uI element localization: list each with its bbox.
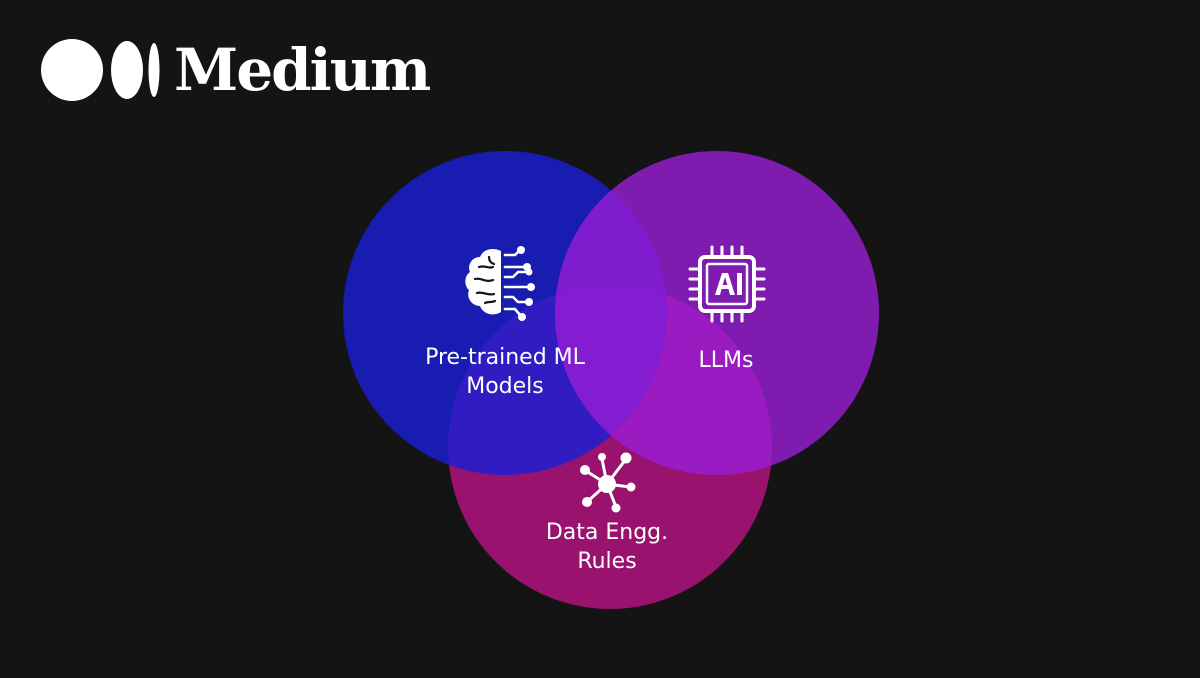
label-llm: LLMs (636, 346, 816, 375)
medium-logo: Medium (40, 36, 431, 104)
label-rules-line-1: Data Engg. (545, 520, 669, 545)
label-ml-line-1: Pre-trained ML (425, 345, 585, 370)
label-ml-line-2: Models (466, 374, 544, 399)
label-rules-line-2: Rules (577, 549, 637, 574)
label-rules: Data Engg. Rules (507, 518, 707, 576)
medium-logo-mark-icon (41, 39, 160, 101)
label-ml: Pre-trained ML Models (395, 343, 615, 401)
brain-circuit-icon (465, 246, 535, 321)
medium-wordmark: Medium (174, 36, 431, 104)
label-llm-line-1: LLMs (698, 348, 754, 373)
ai-chip-icon (688, 245, 766, 323)
network-nodes-icon (580, 452, 636, 513)
